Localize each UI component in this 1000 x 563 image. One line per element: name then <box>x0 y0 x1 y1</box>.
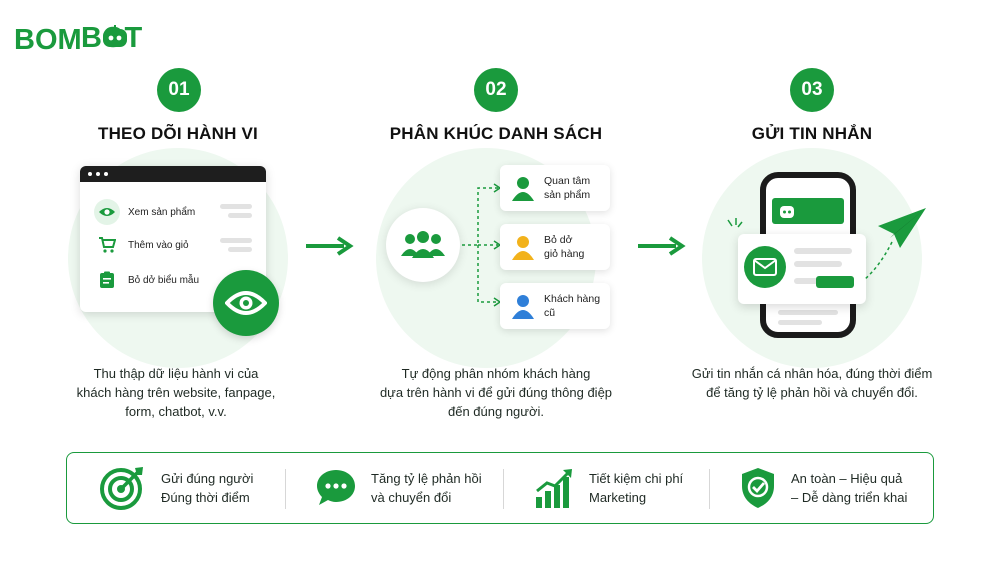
user-icon <box>512 177 534 201</box>
shield-check-icon <box>742 468 774 508</box>
user-icon <box>512 295 534 319</box>
chat-icon <box>317 470 355 505</box>
sparkle-icon <box>727 218 743 228</box>
step-1-title: THEO DÕI HÀNH VI <box>98 124 258 143</box>
benefit-item-safety: An toàn – Hiệu quả– Dễ dàng triển khai <box>739 453 907 523</box>
eye-icon <box>94 199 120 225</box>
step-3-number: 03 <box>790 68 834 112</box>
browser-title-bar <box>80 166 266 182</box>
divider <box>285 469 286 509</box>
growth-chart-icon <box>536 469 572 508</box>
mail-icon <box>744 246 786 288</box>
robot-icon <box>780 206 794 218</box>
step-3-description: Gửi tin nhắn cá nhân hóa, đúng thời điểm… <box>691 366 933 400</box>
branch-connector <box>462 183 502 307</box>
target-icon <box>100 467 143 510</box>
step-2-description: Tự động phân nhóm khách hàng dựa trên hà… <box>379 366 613 419</box>
send-button-shape <box>816 276 854 288</box>
event-row-cart: Thêm vào giỏ <box>94 232 189 258</box>
divider <box>709 469 710 509</box>
event-row-form: Bỏ dở biểu mẫu <box>94 267 199 293</box>
cart-icon <box>94 232 120 258</box>
robot-face-icon <box>103 25 127 47</box>
divider <box>503 469 504 509</box>
message-preview-card <box>738 234 866 304</box>
browser-window: Xem sản phẩm Thêm vào giỏ Bỏ dở biểu mẫu <box>80 166 266 312</box>
svg-text:BOM: BOM <box>14 24 82 56</box>
user-icon <box>512 236 534 260</box>
arrow-right-icon <box>306 236 354 256</box>
step-3-title: GỬI TIN NHẮN <box>751 124 873 143</box>
step-2-title: PHÂN KHÚC DANH SÁCH <box>389 124 603 143</box>
form-icon <box>94 267 120 293</box>
step-1-description: Thu thập dữ liệu hành vi của khách hàng … <box>76 366 276 419</box>
step-2-number: 02 <box>474 68 518 112</box>
group-icon <box>386 208 460 282</box>
paper-plane-icon <box>863 208 926 281</box>
event-row-view: Xem sản phẩm <box>94 199 195 225</box>
step-1-number: 01 <box>157 68 201 112</box>
eye-icon <box>213 270 279 336</box>
brand-logo: BOM BOT <box>14 18 154 58</box>
arrow-right-icon <box>638 236 686 256</box>
